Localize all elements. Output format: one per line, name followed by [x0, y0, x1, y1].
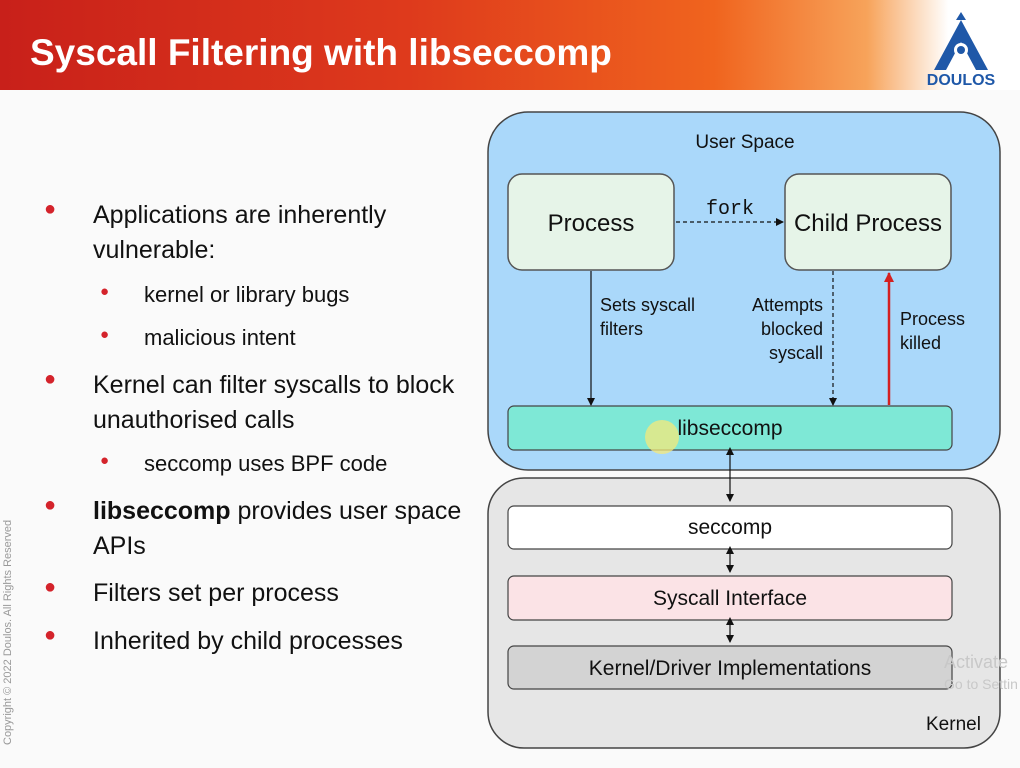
- sub-bullet-1: kernel or library bugs: [144, 282, 350, 307]
- activation-watermark-line1: Activate: [944, 652, 1009, 672]
- bullet-3: libseccomp provides user space APIs: [93, 494, 463, 564]
- attempts-label-3: syscall: [769, 343, 823, 363]
- killed-label-1: Process: [900, 309, 965, 329]
- process-label: Process: [548, 210, 635, 237]
- activation-watermark-line2: Go to Settin: [944, 676, 1018, 692]
- process-box: [507, 173, 675, 271]
- child-process-box: [784, 173, 952, 271]
- bullet-1: Applications are inherently vulnerable:: [93, 201, 387, 264]
- cursor-highlight: [645, 420, 679, 454]
- sub-bullet-dot-icon: ●: [100, 283, 110, 300]
- bullet-2: Kernel can filter syscalls to block unau…: [93, 371, 455, 434]
- bullet-dot-icon: ●: [44, 368, 57, 390]
- doulos-logo-icon: [934, 12, 988, 70]
- attempts-label-1: Attempts: [752, 295, 823, 315]
- bullet-dot-icon: ●: [44, 576, 57, 598]
- libseccomp-label: libseccomp: [677, 417, 782, 440]
- kernel-label: Kernel: [926, 714, 981, 735]
- bullet-dot-icon: ●: [44, 624, 57, 646]
- attempts-label-2: blocked: [761, 319, 823, 339]
- kernel-impl-label: Kernel/Driver Implementations: [589, 657, 871, 680]
- logo-text: DOULOS: [926, 72, 996, 89]
- sub-bullet-3: seccomp uses BPF code: [144, 451, 388, 476]
- sets-filters-label-2: filters: [600, 319, 643, 339]
- child-process-label: Child Process: [794, 210, 942, 237]
- bullet-3-bold: libseccomp: [93, 497, 231, 525]
- sets-filters-label-1: Sets syscall: [600, 295, 695, 315]
- seccomp-label: seccomp: [688, 516, 772, 539]
- user-space-label: User Space: [695, 132, 794, 153]
- bullet-3-rest: provides user space APIs: [93, 497, 462, 560]
- kernel-impl-box: [507, 645, 953, 690]
- sub-bullet-2: malicious intent: [144, 325, 296, 350]
- bullet-5: Inherited by child processes: [93, 627, 403, 655]
- bullet-4: Filters set per process: [93, 579, 339, 607]
- sub-bullet-dot-icon: ●: [100, 326, 110, 343]
- killed-label-2: killed: [900, 333, 941, 353]
- bullet-dot-icon: ●: [44, 494, 57, 516]
- doulos-logo: DOULOS: [922, 10, 1000, 90]
- syscall-interface-label: Syscall Interface: [653, 587, 807, 610]
- slide-header: Syscall Filtering with libseccomp: [0, 0, 1020, 90]
- slide-title: Syscall Filtering with libseccomp: [30, 32, 612, 73]
- bullet-dot-icon: ●: [44, 198, 57, 220]
- fork-label: fork: [706, 198, 754, 221]
- sub-bullet-dot-icon: ●: [100, 452, 110, 469]
